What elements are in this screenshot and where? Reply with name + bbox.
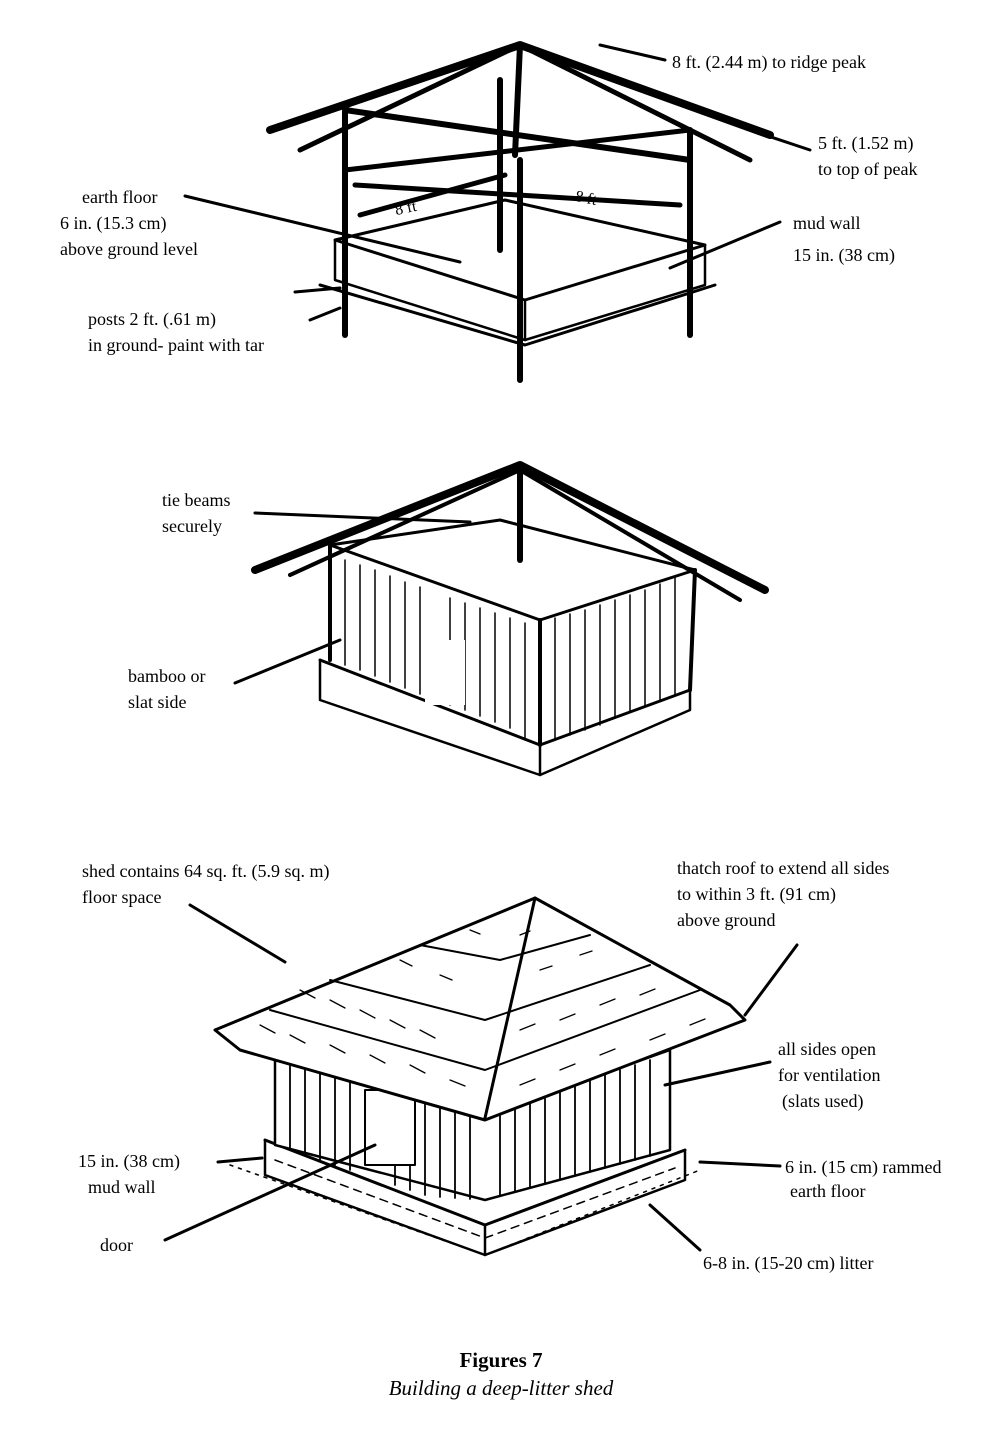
top-of-peak-label-2: to top of peak: [818, 159, 918, 179]
bamboo-label-2: slat side: [128, 692, 187, 712]
thatched-shed-drawing: [213, 896, 747, 1257]
thatch-roof-label-3: above ground: [677, 910, 776, 930]
rammed-floor-label-1: 6 in. (15 cm) rammed: [785, 1157, 942, 1177]
tie-beams-label-2: securely: [162, 516, 222, 536]
door-label: door: [100, 1235, 133, 1255]
shed-contains-label-1: shed contains 64 sq. ft. (5.9 sq. m): [82, 861, 330, 881]
mud-wall-height-label-2: mud wall: [88, 1177, 156, 1197]
figure-subtitle: Building a deep-litter shed: [388, 1376, 614, 1400]
mud-wall-label-1: mud wall: [793, 213, 861, 233]
top-of-peak-label-1: 5 ft. (1.52 m): [818, 133, 914, 153]
posts-label-2: in ground- paint with tar: [88, 335, 264, 355]
bamboo-label-1: bamboo or: [128, 666, 206, 686]
earth-floor-label-3: above ground level: [60, 239, 198, 259]
shed-walls-drawing: [251, 461, 769, 777]
mud-wall-height-label-1: 15 in. (38 cm): [78, 1151, 180, 1171]
thatch-roof-label-1: thatch roof to extend all sides: [677, 858, 890, 878]
rammed-floor-label-2: earth floor: [790, 1181, 866, 1201]
open-sides-label-3: (slats used): [782, 1091, 864, 1111]
open-sides-label-2: for ventilation: [778, 1065, 881, 1085]
earth-floor-label-2: 6 in. (15.3 cm): [60, 213, 167, 233]
thatch-roof-label-2: to within 3 ft. (91 cm): [677, 884, 836, 904]
shed-frame-drawing: [266, 41, 774, 383]
ridge-peak-label: 8 ft. (2.44 m) to ridge peak: [672, 52, 866, 72]
posts-label-1: posts 2 ft. (.61 m): [88, 309, 216, 329]
litter-label: 6-8 in. (15-20 cm) litter: [703, 1253, 874, 1273]
tie-beams-label-1: tie beams: [162, 490, 231, 510]
figure1-leader-lines: [183, 43, 812, 322]
figure2-leader-lines: [233, 511, 472, 685]
shed-contains-label-2: floor space: [82, 887, 162, 907]
mud-wall-label-2: 15 in. (38 cm): [793, 245, 895, 265]
figure3-leader-lines: [163, 903, 799, 1252]
open-sides-label-1: all sides open: [778, 1039, 876, 1059]
figure-title: Figures 7: [459, 1348, 543, 1372]
earth-floor-label-1: earth floor: [82, 187, 158, 207]
